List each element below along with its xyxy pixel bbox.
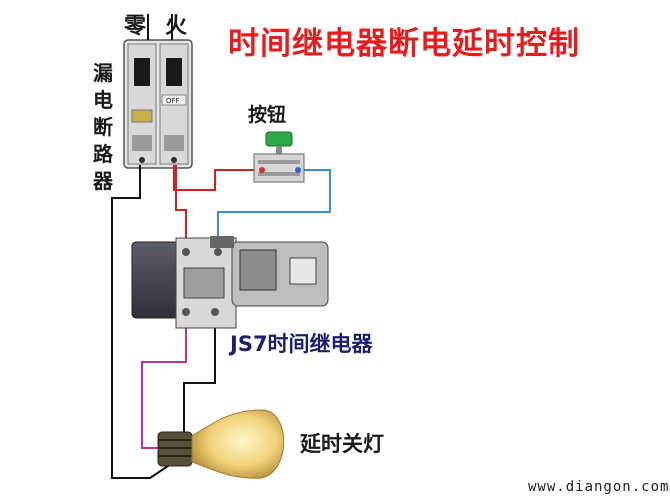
push-button <box>253 131 305 183</box>
breaker-label: 漏电断路器 <box>93 61 113 193</box>
live-label: 火 <box>165 14 188 39</box>
watermark: www.diangon.com <box>528 479 670 495</box>
time-relay-js7 <box>131 236 329 329</box>
button-label: 按钮 <box>248 104 287 126</box>
circuit-breaker: OFF <box>123 39 193 169</box>
breaker-off-marking: OFF <box>166 97 180 105</box>
lamp-label: 延时关灯 <box>300 432 384 456</box>
red-wire-to-relay <box>175 165 187 250</box>
magenta-wire-relay-to-lamp <box>141 315 187 449</box>
red-wire-to-button <box>173 165 262 191</box>
black-wire-relay-to-lamp <box>183 325 216 432</box>
neutral-label: 零 <box>124 14 147 39</box>
blue-wire-button-to-relay <box>217 169 331 245</box>
page-title: 时间继电器断电延时控制 <box>228 26 580 62</box>
green-button-cap-icon <box>265 131 293 147</box>
relay-label: JS7时间继电器 <box>230 332 373 356</box>
light-bulb-icon <box>157 409 285 479</box>
neutral-wire-to-lamp <box>111 165 181 479</box>
